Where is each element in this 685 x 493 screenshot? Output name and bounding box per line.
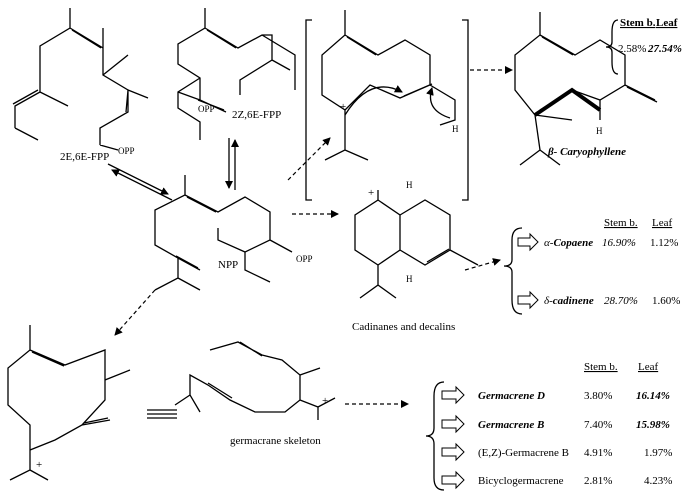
germacrenes-leaf: 1.97%	[644, 447, 672, 459]
caryophyllene-brace	[605, 19, 619, 75]
cadinane-structure	[354, 190, 479, 299]
caryophyllene-stem-value: 2.58%	[618, 43, 646, 55]
equilibrium-arrows-left	[107, 163, 173, 201]
caryophyllene-leaf-header: Leaf	[656, 17, 678, 29]
germacrenes-row: (E,Z)-Germacrene B 4.91% 1.97%	[441, 442, 672, 462]
equivalence-sign	[147, 409, 177, 419]
cadinanes-name: δ-cadinene	[544, 295, 594, 307]
cadinanes-row: δ-cadinene 28.70% 1.60%	[517, 290, 680, 310]
germacrenes-name: Germacrene D	[478, 390, 545, 402]
cadinanes-brace	[503, 227, 523, 315]
germacrenes-leaf: 16.14%	[636, 390, 670, 402]
germacrane-cation-structure	[7, 325, 131, 481]
caryophyllene-prefix: β-	[547, 146, 558, 158]
cadinanes-name: α-Copaene	[544, 237, 593, 249]
cadinanes-stem: 16.90%	[602, 237, 636, 249]
cadinanes-stem: 28.70%	[604, 295, 638, 307]
cadinanes-name-text: cadinene	[553, 295, 594, 307]
cadinanes-name-text: Copaene	[553, 237, 593, 249]
fpp-2e6e-opp: OPP	[118, 146, 135, 156]
cation-intermediate	[305, 10, 469, 201]
germacrenes-stem: 7.40%	[584, 419, 612, 431]
npp-opp: OPP	[296, 254, 313, 264]
caryophyllene-name-text: Caryophyllene	[557, 146, 626, 158]
cadinanes-caption: Cadinanes and decalins	[352, 321, 455, 333]
arrow-npp-to-cation	[287, 137, 331, 181]
caryophyllene-stem-header: Stem b.	[620, 17, 656, 29]
germacrenes-stem-header: Stem b.	[584, 361, 618, 373]
cadinane-h-top: H	[406, 180, 413, 190]
cadinanes-row: α-Copaene 16.90% 1.12%	[517, 232, 678, 252]
arrow-cadinane-to-products	[464, 258, 501, 271]
cadinanes-leaf: 1.12%	[650, 237, 678, 249]
germacrenes-leaf: 15.98%	[636, 419, 670, 431]
fpp-2z6e-structure	[177, 8, 296, 140]
npp-structure	[154, 175, 293, 291]
hollow-arrow-icon	[441, 470, 465, 490]
germacrenes-row: Germacrene D 3.80% 16.14%	[441, 385, 670, 405]
cation-plus: +	[340, 101, 346, 113]
germacrane-skeleton-plus: +	[322, 395, 328, 407]
fpp-2e6e-label: 2E,6E-FPP	[60, 151, 109, 163]
caryophyllene-leaf-value: 27.54%	[647, 43, 682, 55]
germacrenes-leaf: 4.23%	[644, 475, 672, 487]
germacrenes-name: Bicyclogermacrene	[478, 475, 564, 487]
hollow-arrow-icon	[441, 442, 465, 462]
caryophyllene-h: H	[596, 126, 603, 136]
cadinane-h-bottom: H	[406, 274, 413, 284]
equilibrium-arrows-right	[225, 138, 239, 190]
fpp-2z6e-label: 2Z,6E-FPP	[232, 109, 281, 121]
hollow-arrow-icon	[517, 290, 539, 310]
germacrenes-row: Bicyclogermacrene 2.81% 4.23%	[441, 470, 672, 490]
caryophyllene-name: β- Caryophyllene	[547, 146, 626, 158]
germacrenes-stem: 2.81%	[584, 475, 612, 487]
germacrenes-row: Germacrene B 7.40% 15.98%	[441, 414, 670, 434]
cadinanes-leaf-header: Leaf	[652, 217, 672, 229]
germacrenes-name: Germacrene B	[478, 419, 544, 431]
hollow-arrow-icon	[517, 232, 539, 252]
hollow-arrow-icon	[441, 414, 465, 434]
germacrane-caption: germacrane skeleton	[230, 435, 321, 447]
arrow-npp-to-germacrane	[114, 289, 156, 336]
germacrenes-brace	[425, 381, 445, 491]
germacrane-cation-plus: +	[36, 459, 42, 471]
germacrenes-name: (E,Z)-Germacrene B	[478, 447, 569, 459]
germacrenes-stem: 3.80%	[584, 390, 612, 402]
cation-h: H	[452, 124, 459, 134]
caryophyllene-structure	[514, 12, 658, 166]
germacrenes-leaf-header: Leaf	[638, 361, 658, 373]
hollow-arrow-icon	[441, 385, 465, 405]
cadinanes-stem-header: Stem b.	[604, 217, 638, 229]
fpp-2e6e-structure	[12, 8, 149, 151]
cadinane-plus: +	[368, 187, 374, 199]
fpp-2z6e-opp: OPP	[198, 104, 215, 114]
cadinanes-leaf: 1.60%	[652, 295, 680, 307]
npp-label: NPP	[218, 259, 238, 271]
cadinanes-prefix: α-	[544, 237, 554, 249]
cadinanes-prefix: δ-	[544, 295, 553, 307]
germacrane-skeleton-structure	[174, 341, 336, 420]
germacrenes-stem: 4.91%	[584, 447, 612, 459]
